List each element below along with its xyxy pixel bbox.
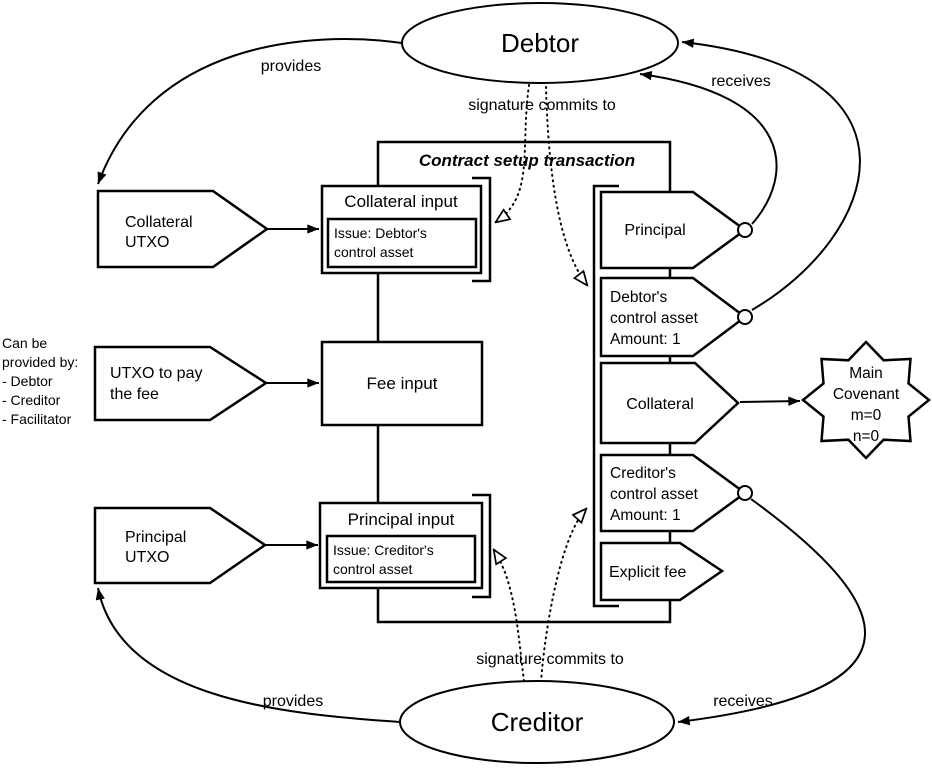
collateral-input-title: Collateral input: [344, 192, 458, 211]
output-collateral-label: Collateral: [626, 396, 694, 413]
debtor-label: Debtor: [501, 28, 579, 58]
note-line: - Facilitator: [2, 411, 72, 427]
output-debtor-control-label: control asset: [610, 310, 699, 327]
output-explicit-fee-shape: [599, 541, 725, 602]
principal-input-issue-box: [325, 534, 477, 584]
output-debtor-control-shape: [599, 276, 748, 358]
principal-utxo-label: Principal: [125, 529, 186, 546]
edge-provides-top: [97, 38, 403, 185]
fee-utxo-label: UTXO to pay: [110, 365, 202, 382]
output-debtor-control-label: Debtor's: [610, 289, 667, 306]
edge-receives-bottom: [677, 498, 866, 726]
collateral-input-issue-box: [326, 217, 478, 269]
fee-input-box: [320, 340, 484, 427]
outputs-bracket: [592, 184, 619, 608]
output-creditor-control-label: control asset: [610, 486, 699, 503]
provides-bottom-label: provides: [263, 693, 323, 710]
contract-setup-title: Contract setup transaction: [419, 151, 635, 170]
edge-receives-top-outer: [681, 38, 861, 311]
principal-input-issue: control asset: [333, 561, 412, 577]
note-line: - Creditor: [2, 392, 61, 408]
creditor-label: Creditor: [491, 707, 584, 737]
output-creditor-control-label: Creditor's: [610, 465, 676, 482]
debtor-node: [401, 2, 679, 84]
output-debtor-control-label: Amount: 1: [610, 331, 681, 348]
note-can-be-provided-by: Can be provided by: - Debtor - Creditor …: [2, 335, 78, 427]
output-principal-shape: [599, 190, 748, 270]
provides-top-label: provides: [261, 58, 321, 75]
output-principal-label: Principal: [624, 222, 685, 239]
edge-receives-top-inner: [639, 70, 778, 225]
fee-utxo-label: the fee: [110, 386, 159, 403]
signature-top-label: signature commits to: [468, 97, 616, 114]
principal-input-issue: Issue: Creditor's: [333, 542, 434, 558]
principal-input-bracket: [472, 493, 492, 599]
signature-bottom-label: signature commits to: [476, 651, 624, 668]
covenant-label: Main: [849, 365, 883, 382]
output-explicit-fee-label: Explicit fee: [609, 564, 686, 581]
output-collateral-shape: [599, 361, 740, 445]
debtor-control-connector-circle: [737, 309, 753, 325]
edge-signature-creditor-to-principal-input: [494, 550, 525, 682]
arrow-collateral-to-covenant: [739, 396, 801, 406]
principal-connector-circle: [737, 222, 753, 238]
note-line: - Debtor: [2, 373, 53, 389]
fee-input-title: Fee input: [367, 374, 438, 393]
creditor-control-connector-circle: [737, 485, 753, 501]
edge-signature-creditor-to-outputs: [540, 509, 586, 683]
creditor-node: [399, 680, 675, 764]
note-line: provided by:: [2, 354, 78, 370]
collateral-utxo-label: UTXO: [125, 234, 169, 251]
main-covenant-shape: [801, 340, 931, 460]
edge-signature-debtor-to-outputs: [545, 86, 587, 285]
receives-bottom-label: receives: [713, 693, 773, 710]
collateral-utxo-shape: [96, 189, 270, 269]
collateral-utxo-label: Collateral: [125, 214, 193, 231]
receives-top-label: receives: [711, 73, 771, 90]
fee-utxo-shape: [93, 345, 269, 422]
principal-utxo-shape: [93, 506, 268, 585]
covenant-label: n=0: [853, 428, 880, 445]
edge-provides-bottom: [95, 587, 401, 723]
covenant-label: m=0: [851, 407, 882, 424]
collateral-input-bracket: [472, 176, 492, 283]
edge-signature-debtor-to-collateral-input: [496, 84, 530, 222]
collateral-input-issue: control asset: [334, 244, 413, 260]
covenant-label: Covenant: [833, 386, 900, 403]
output-creditor-control-label: Amount: 1: [610, 507, 681, 524]
output-creditor-control-shape: [599, 453, 748, 533]
collateral-input-issue: Issue: Debtor's: [334, 225, 427, 241]
principal-input-title: Principal input: [348, 510, 455, 529]
note-line: Can be: [2, 335, 47, 351]
principal-utxo-label: UTXO: [125, 549, 169, 566]
